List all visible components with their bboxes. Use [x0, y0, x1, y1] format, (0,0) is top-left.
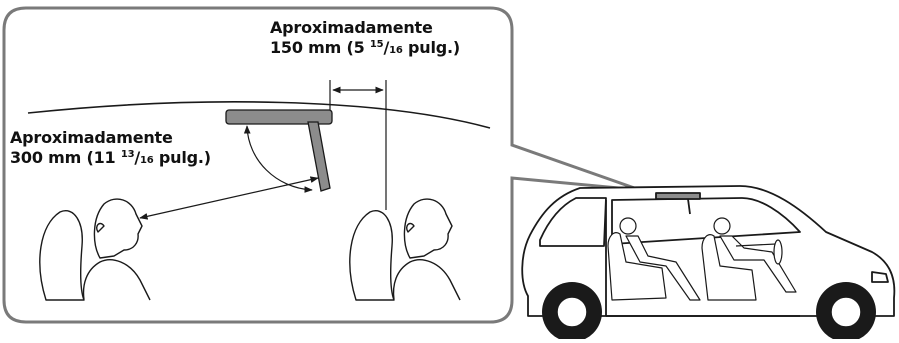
distance-label-150mm-line2: 150 mm (5 15/16 pulg.) — [270, 38, 460, 61]
passenger-left — [39, 198, 151, 301]
fraction-slash: / — [383, 38, 390, 57]
fraction-slash: / — [134, 148, 141, 167]
distance-label-300mm-unit: pulg.) — [153, 148, 211, 167]
distance-label-150mm-unit: pulg.) — [402, 38, 460, 57]
distance-label-150mm-line1: Aproximadamente — [270, 18, 433, 37]
monitor — [225, 109, 333, 192]
vehicle-occupants — [607, 217, 797, 301]
distance-label-150mm-value: 150 mm (5 — [270, 38, 370, 57]
distance-label-300mm: Aproximadamente 300 mm (11 13/16 pulg.) — [10, 128, 211, 171]
fraction-denominator: 16 — [140, 155, 154, 166]
roof-line — [27, 101, 491, 129]
fraction-numerator: 15 — [369, 39, 384, 50]
wheel-front — [816, 282, 876, 342]
distance-label-300mm-value: 300 mm (11 — [10, 148, 121, 167]
distance-label-300mm-line2: 300 mm (11 13/16 pulg.) — [10, 148, 211, 171]
fraction-numerator: 13 — [120, 149, 135, 160]
distance-label-300mm-line1: Aproximadamente — [10, 128, 173, 147]
dimension-150mm — [329, 80, 387, 210]
dimension-300mm-arrow — [139, 176, 319, 220]
wheel-rear — [542, 282, 602, 342]
distance-label-150mm: Aproximadamente 150 mm (5 15/16 pulg.) — [270, 18, 460, 61]
fraction-denominator: 16 — [389, 45, 403, 56]
passenger-right — [349, 198, 461, 301]
